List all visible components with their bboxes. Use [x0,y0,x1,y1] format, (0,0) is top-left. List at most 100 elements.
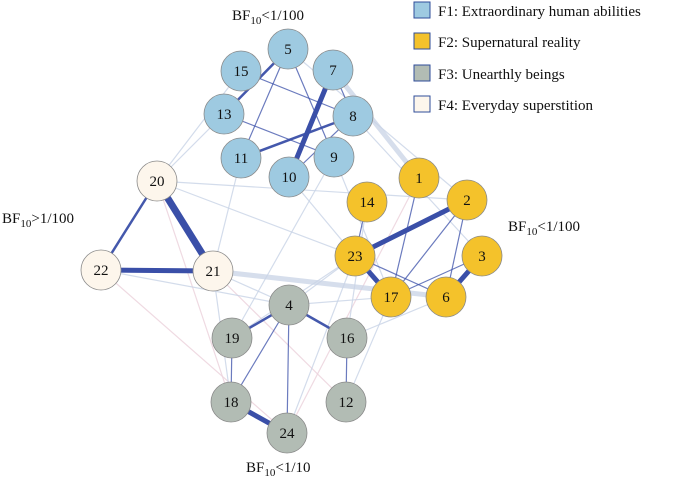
node-circle-1 [398,157,440,199]
node-24: 24 [266,412,308,454]
node-label-13: 13 [217,107,232,123]
node-label-2: 2 [463,193,471,209]
node-label-7: 7 [329,63,337,79]
legend-swatch-f1 [413,1,431,19]
node-circle-4 [268,284,310,326]
annotation-f2-prefix: BF [508,219,526,235]
annotation-f1-prefix: BF [232,8,250,24]
annotation-f4-suffix: >1/100 [31,211,74,227]
node-15: 15 [220,50,262,92]
node-label-5: 5 [284,42,292,58]
node-label-3: 3 [478,249,486,265]
node-label-19: 19 [225,331,240,347]
node-circle-10 [268,156,310,198]
annotation-f1-sub: 10 [250,15,262,27]
node-3: 3 [461,235,503,277]
legend-item-f3: F3: Unearthly beings [413,64,565,83]
legend-label-f1: F1: Extraordinary human abilities [438,4,641,20]
node-label-21: 21 [206,264,221,280]
edge-22-4 [100,269,290,306]
edge-21-12 [212,270,347,403]
annotation-f3-suffix: <1/10 [275,460,310,476]
edge-20-23 [156,180,356,257]
edge-4-24 [286,304,290,434]
node-circle-21 [192,250,234,292]
node-label-20: 20 [150,174,165,190]
node-circle-23 [334,235,376,277]
nodes-layer: 5 15 7 13 8 11 9 10 1 14 2 23 3 17 6 4 19 16 18 12 24 20 22 21 [80,28,503,454]
node-label-9: 9 [330,150,338,166]
annotation-f4: BF10>1/100 [2,211,74,230]
node-circle-6 [425,276,467,318]
edge-9-17 [333,156,392,298]
node-circle-7 [312,49,354,91]
node-circle-8 [332,95,374,137]
node-label-1: 1 [415,171,423,187]
node-label-14: 14 [360,195,376,211]
node-circle-16 [326,317,368,359]
legend-label-f3: F3: Unearthly beings [438,67,565,83]
node-label-16: 16 [340,331,356,347]
node-circle-3 [461,235,503,277]
node-2: 2 [446,179,488,221]
node-20: 20 [136,160,178,202]
annotation-f2: BF10<1/100 [508,219,580,238]
annotation-f1: BF10<1/100 [232,8,304,27]
node-circle-22 [80,249,122,291]
annotation-f4-sub: 10 [20,218,32,230]
annotation-f2-sub: 10 [526,226,538,238]
node-circle-24 [266,412,308,454]
node-label-15: 15 [234,64,249,80]
node-9: 9 [313,136,355,178]
annotation-f3: BF10<1/10 [246,460,311,478]
legend-swatch-f3 [413,64,431,82]
node-12: 12 [325,381,367,423]
legend-item-f1: F1: Extraordinary human abilities [413,1,641,20]
legend-label-f4: F4: Everyday superstition [438,98,593,114]
node-circle-13 [203,93,245,135]
legend-label-f2: F2: Supernatural reality [438,35,581,51]
node-circle-9 [313,136,355,178]
edge-23-2 [352,197,470,259]
node-circle-2 [446,179,488,221]
node-17: 17 [370,276,412,318]
edge-2-17 [390,199,468,298]
node-label-18: 18 [224,395,239,411]
node-14: 14 [346,181,388,223]
node-label-17: 17 [384,290,400,306]
node-circle-17 [370,276,412,318]
node-circle-11 [220,137,262,179]
node-circle-15 [220,50,262,92]
legend-item-f2: F2: Supernatural reality [413,32,581,51]
node-11: 11 [220,137,262,179]
node-7: 7 [312,49,354,91]
node-19: 19 [211,317,253,359]
node-label-24: 24 [280,426,296,442]
node-21: 21 [192,250,234,292]
node-label-10: 10 [282,170,297,186]
node-6: 6 [425,276,467,318]
node-18: 18 [210,381,252,423]
legend-item-f4: F4: Everyday superstition [413,95,593,114]
node-8: 8 [332,95,374,137]
node-label-6: 6 [442,290,450,306]
node-circle-5 [267,28,309,70]
node-23: 23 [334,235,376,277]
node-label-11: 11 [234,151,248,167]
node-circle-20 [136,160,178,202]
node-circle-18 [210,381,252,423]
legend-swatch-f4 [413,95,431,113]
node-label-12: 12 [339,395,354,411]
legend-swatch-f2 [413,32,431,50]
node-circle-12 [325,381,367,423]
node-label-8: 8 [349,109,357,125]
node-22: 22 [80,249,122,291]
annotation-f3-sub: 10 [264,467,276,478]
node-label-4: 4 [285,298,293,314]
node-label-22: 22 [94,263,109,279]
node-13: 13 [203,93,245,135]
edge-15-20 [156,70,242,182]
node-10: 10 [268,156,310,198]
annotation-f2-suffix: <1/100 [537,219,580,235]
